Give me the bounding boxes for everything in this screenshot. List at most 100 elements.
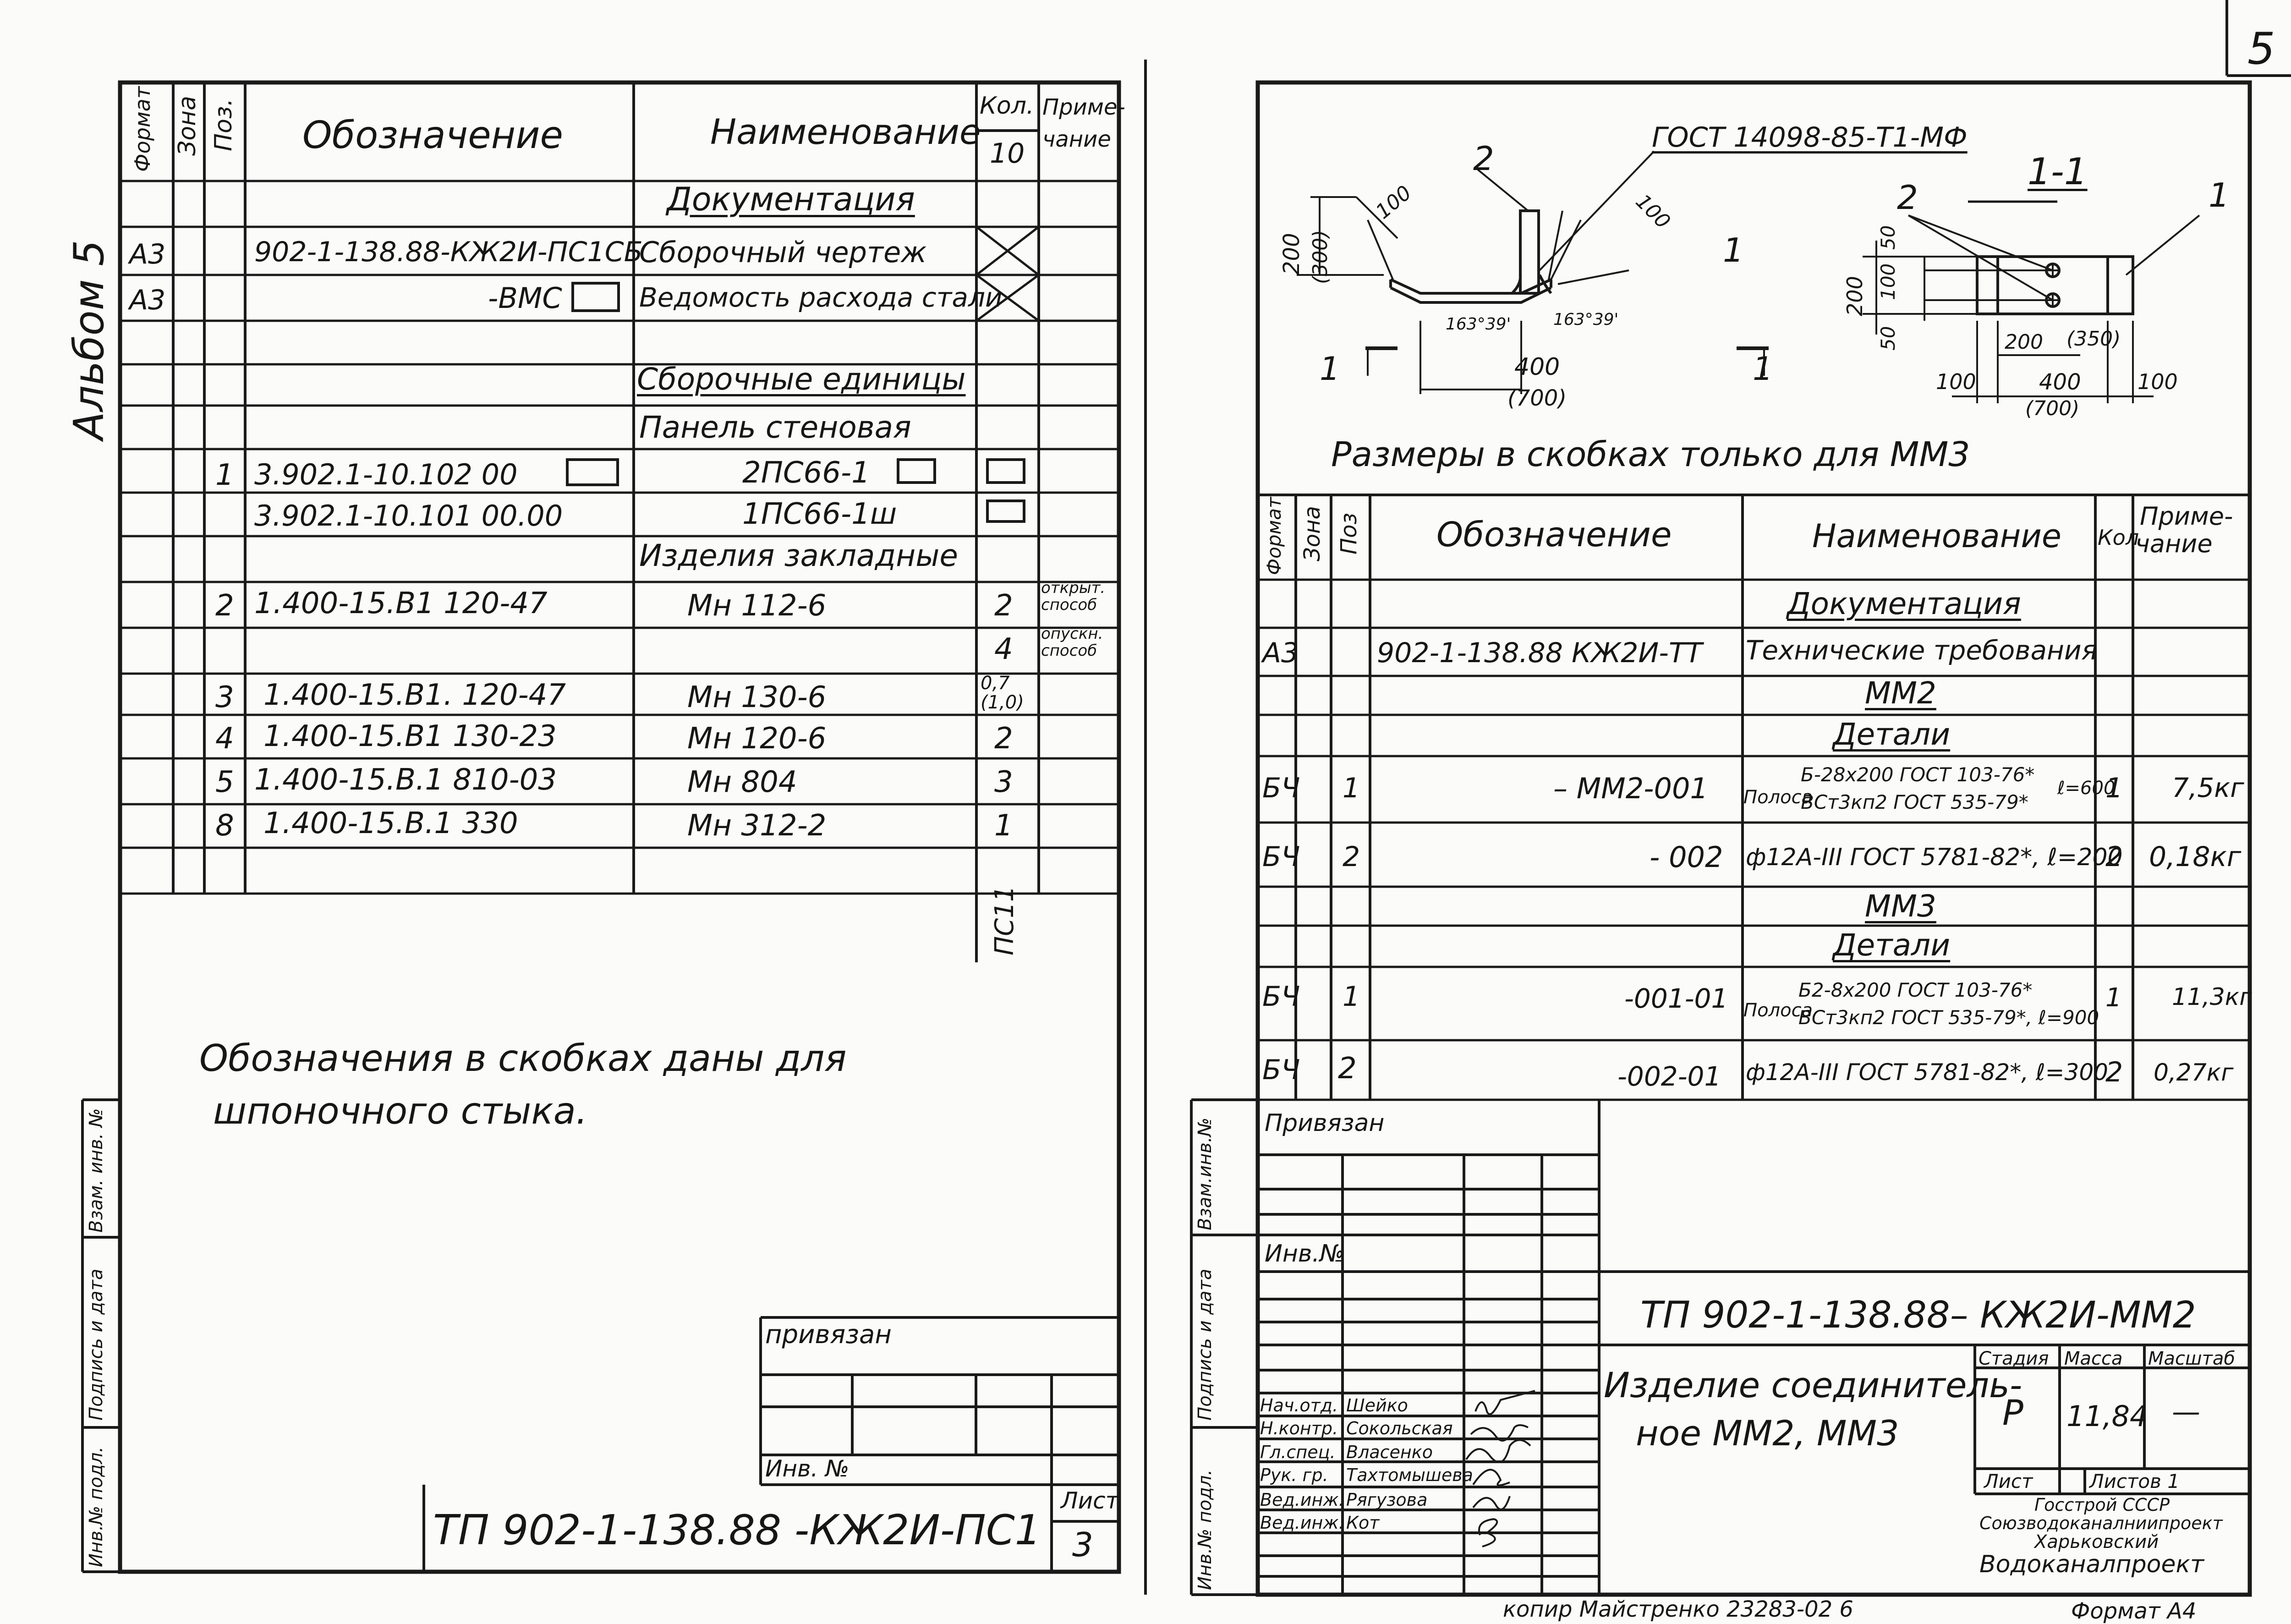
row-pos: 2 [1338, 1052, 1357, 1086]
row-pos: 3 [215, 680, 234, 714]
row-pos: 1 [1343, 981, 1360, 1013]
stamp-stage: Р [2002, 1392, 2023, 1433]
header-note-2: чание [1042, 126, 1111, 152]
row-name: Мн 130-6 [687, 680, 827, 714]
dim: 100 [1877, 263, 1899, 300]
section-assembly-units: Сборочные единицы [637, 362, 966, 397]
row-qty: 0,7 (1,0) [981, 673, 1024, 713]
row-name: ф12А-III ГОСТ 5781-82*, ℓ=300 [1746, 1059, 2108, 1086]
stamp-scale: — [2172, 1395, 2200, 1428]
header-name: Наименование [1812, 517, 2061, 555]
dim-angle: 163°39' [1446, 315, 1511, 334]
stamp-mass: 11,84 [2066, 1399, 2148, 1433]
row-note: 11,3кг [2172, 983, 2252, 1011]
side-label-signature: Подпись и дата [1195, 1268, 1216, 1421]
row-format: БЧ [1262, 1054, 1300, 1086]
row-designation: -001-01 [1624, 983, 1728, 1014]
row-qty: 2 [2105, 1056, 2123, 1088]
row-designation: -ВМС [488, 281, 562, 315]
row-designation: 1.400-15.В1. 120-47 [263, 678, 566, 712]
side-label-replace: Взам. инв. № [86, 1108, 107, 1233]
section-mm3: ММ3 [1865, 889, 1936, 924]
stamp-scale-label: Масштаб [2148, 1348, 2236, 1369]
row-qty: 3 [994, 765, 1013, 799]
row-designation: 1.400-15.В.1 330 [263, 807, 518, 840]
stamp-sheets-label: Листов 1 [2089, 1470, 2180, 1492]
row-name: ф12А-III ГОСТ 5781-82*, ℓ=200 [1746, 844, 2123, 871]
row-designation: - 002 [1650, 840, 1723, 874]
section-mm2: ММ2 [1865, 675, 1936, 711]
row-name: 1ПС66-1ш [742, 497, 897, 531]
dim: (350) [2066, 327, 2121, 351]
row-designation: -002-01 [1617, 1061, 1721, 1092]
header-note-2: чание [2135, 529, 2213, 558]
person-role: Рук. гр. [1260, 1465, 1328, 1485]
row-qty: 2 [994, 722, 1013, 756]
header-pos: Поз [1336, 513, 1362, 554]
stamp-sheet-label: Лист [1984, 1470, 2033, 1492]
dim: 50 [1877, 326, 1899, 351]
person-name: Тахтомышева [1346, 1465, 1473, 1485]
row-pos: 1 [1343, 772, 1360, 804]
page-number: 5 [2247, 24, 2275, 74]
stamp-title-1: Изделие соединитель- [1604, 1365, 2022, 1405]
row-name-length: ℓ=600 [2057, 778, 2116, 799]
header-note: Приме- [2140, 502, 2233, 531]
row-format: А3 [129, 284, 166, 316]
row-qty: 2 [994, 589, 1013, 623]
side-label-signature: Подпись и дата [86, 1268, 107, 1421]
stamp-list-label: Лист [1061, 1487, 1119, 1514]
person-name: Власенко [1346, 1442, 1433, 1462]
row-qty: 1 [2105, 772, 2123, 804]
row-pos: 8 [215, 809, 234, 843]
dim: 200 [1842, 276, 1867, 316]
dim: (700) [2025, 397, 2080, 420]
row-name: 2ПС66-1 [742, 456, 870, 490]
stamp-privyazan: Привязан [1265, 1109, 1385, 1137]
row-qty: 2 [2105, 841, 2123, 873]
person-name: Кот [1346, 1513, 1380, 1533]
row-qty: 4 [994, 632, 1013, 666]
dim: (300) [1309, 230, 1332, 284]
section-embedded: Изделия закладные [639, 538, 958, 573]
album-label: Альбом 5 [65, 240, 113, 440]
row-note: 7,5кг [2172, 772, 2244, 803]
dim-angle: 163°39' [1553, 310, 1619, 329]
header-name: Наименование [710, 111, 981, 152]
row-name: Технические требования [1746, 635, 2098, 666]
header-zone: Зона [174, 95, 201, 156]
row-name-prefix: Полоса [1743, 1000, 1813, 1021]
drawing-gost: ГОСТ 14098-85-Т1-МФ [1652, 121, 1968, 154]
stamp-list-number: 3 [1072, 1525, 1093, 1564]
stamp-mass-label: Масса [2064, 1348, 2123, 1369]
row-pos: 2 [215, 589, 234, 623]
section-wall-panel: Панель стеновая [639, 410, 911, 445]
stamp-privyazan: привязан [765, 1320, 892, 1350]
stamp-inv: Инв.№ [1265, 1240, 1345, 1267]
header-designation: Обозначение [1436, 515, 1672, 554]
drawing-section: 1-1 [2028, 150, 2088, 193]
side-label-inv: Инв.№ подл. [86, 1446, 107, 1567]
side-label-inv: Инв.№ подл. [1195, 1469, 1216, 1590]
callout-1: 1 [1723, 231, 1744, 269]
callout-2: 2 [1473, 139, 1494, 178]
stamp-stage-label: Стадия [1979, 1348, 2049, 1369]
person-name: Рягузова [1346, 1490, 1428, 1510]
row-name: Ведомость расхода стали [639, 282, 1003, 313]
row-designation: 902-1-138.88 КЖ2И-ТТ [1377, 637, 1703, 669]
stamp-org-1: Госстрой СССР [2034, 1495, 2170, 1515]
section-details-1: Детали [1833, 717, 1951, 752]
stamp-org-3: Харьковский [2034, 1531, 2159, 1553]
row-designation: 3.902.1-10.101 00.00 [254, 499, 563, 532]
section-details-2: Детали [1833, 927, 1951, 963]
format-label: Формат А4 [2071, 1598, 2197, 1624]
row-pos: 5 [215, 765, 234, 799]
section-documentation: Документация [667, 181, 915, 218]
row-name: Мн 804 [687, 765, 797, 799]
person-name: Шейко [1346, 1395, 1408, 1416]
row-name-prefix: Полоса [1743, 787, 1813, 808]
row-pos: 1 [215, 458, 234, 492]
row-name-line-1: Б2-8х200 ГОСТ 103-76* [1798, 979, 2033, 1001]
bottom-text: копир Майстренко 23283-02 6 [1503, 1597, 1853, 1622]
